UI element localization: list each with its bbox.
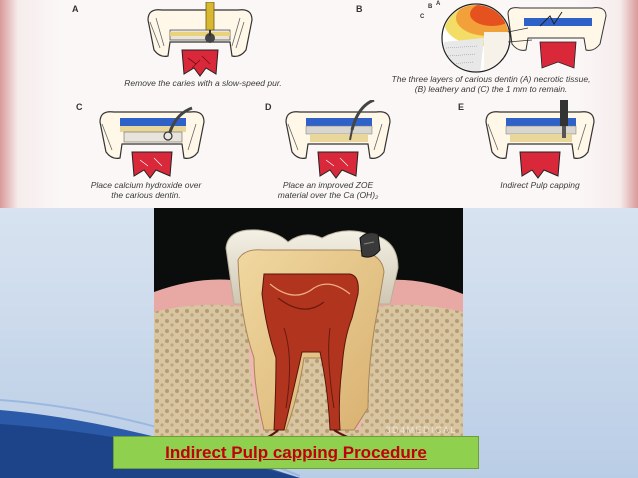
panel-b-caption-line2: (B) leathery and (C) the 1 mm to remain. <box>414 84 568 94</box>
panel-c-caption-line2: the carious dentin. <box>111 190 181 200</box>
panel-a-caption: Remove the caries with a slow-speed pur. <box>124 78 282 88</box>
panel-e-letter: E <box>458 102 465 112</box>
render-watermark: 3D4MEDICAL <box>385 425 457 435</box>
panel-c-tooth-diagram <box>99 106 205 179</box>
panel-d-tooth-diagram <box>285 100 391 179</box>
panel-d-caption-line1: Place an improved ZOE <box>282 180 374 190</box>
panel-d-letter: D <box>265 102 272 112</box>
panel-c-letter: C <box>76 102 83 112</box>
panel-b-tooth-diagram <box>441 3 607 73</box>
panel-a-tooth-diagram <box>147 2 253 77</box>
tooth-cross-section-illustration <box>154 208 463 438</box>
panel-e-tooth-diagram <box>485 100 595 179</box>
procedure-illustration-strip: A Remove the caries with a slow-speed pu… <box>0 0 638 208</box>
panel-a-letter: A <box>72 4 79 14</box>
panel-e-caption: Indirect Pulp capping <box>500 180 580 190</box>
panel-c-caption-line1: Place calcium hydroxide over <box>90 180 202 190</box>
panel-b-caption-line1: The three layers of carious dentin (A) n… <box>391 74 591 84</box>
layer-label-c: C <box>420 14 425 20</box>
panel-b-letter: B <box>356 4 363 14</box>
layer-label-a: A <box>436 1 441 7</box>
title-banner: Indirect Pulp capping Procedure <box>113 436 479 469</box>
panel-d-caption-line2: material over the Ca (OH)₂ <box>277 190 379 200</box>
layer-label-b: B <box>428 4 433 10</box>
tooth-3d-render: 3D4MEDICAL <box>154 208 463 438</box>
banner-title: Indirect Pulp capping Procedure <box>165 442 427 462</box>
